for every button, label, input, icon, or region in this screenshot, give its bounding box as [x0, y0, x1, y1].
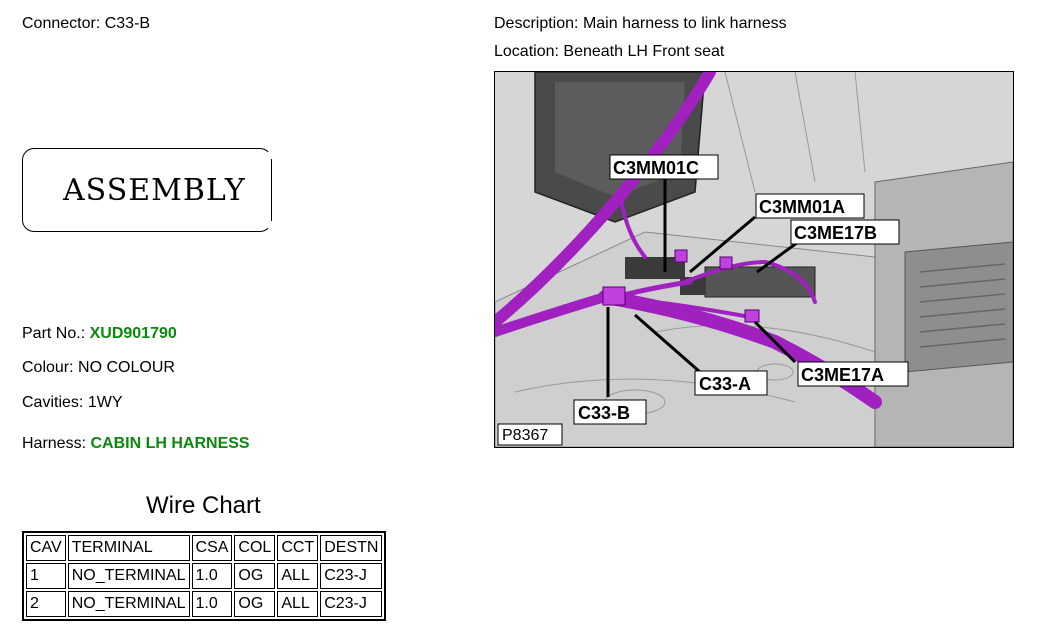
assembly-label: ASSEMBLY — [63, 173, 246, 208]
column-header: DESTN — [320, 535, 383, 561]
cavities-field: Cavities: 1WY — [22, 394, 122, 412]
location-value: Beneath LH Front seat — [563, 43, 725, 60]
table-cell: C23-J — [320, 591, 383, 617]
cavities-label: Cavities: — [22, 394, 84, 411]
table-cell: OG — [234, 591, 276, 617]
table-cell: ALL — [277, 591, 319, 617]
callout-c33b: C33-B — [573, 399, 647, 425]
table-row: 2 NO_TERMINAL 1.0 OG ALL C23-J — [26, 591, 383, 617]
table-cell: 2 — [26, 591, 66, 617]
callout-c3mm01c: C3MM01C — [609, 154, 719, 180]
colour-label: Colour: — [22, 359, 74, 376]
image-reference-text: P8367 — [502, 427, 548, 444]
callout-c3me17b: C3ME17B — [790, 219, 900, 245]
callout-c33a: C33-A — [694, 370, 768, 396]
table-cell: 1.0 — [191, 563, 233, 589]
table-cell: C23-J — [320, 563, 383, 589]
callout-c3mm01a: C3MM01A — [755, 193, 865, 219]
table-header-row: CAV TERMINAL CSA COL CCT DESTN — [26, 535, 383, 561]
column-header: TERMINAL — [67, 535, 190, 561]
table-cell: 1 — [26, 563, 66, 589]
table-cell: ALL — [277, 563, 319, 589]
table-cell: OG — [234, 563, 276, 589]
callout-c3me17b-text: C3ME17B — [794, 223, 877, 243]
callout-c33a-text: C33-A — [699, 374, 751, 394]
harness-label: Harness: — [22, 435, 87, 452]
table-cell: NO_TERMINAL — [67, 591, 190, 617]
colour-field: Colour: NO COLOUR — [22, 359, 175, 377]
connector-location-image: C3MM01C C3MM01A C3ME17B C33-A C3ME17A C3… — [494, 71, 1014, 448]
harness-field: Harness: CABIN LH HARNESS — [22, 435, 250, 453]
wire-chart-table: CAV TERMINAL CSA COL CCT DESTN 1 NO_TERM… — [22, 531, 387, 621]
assembly-label-box: ASSEMBLY — [22, 148, 272, 232]
table-row: 1 NO_TERMINAL 1.0 OG ALL C23-J — [26, 563, 383, 589]
description-field: Description: Main harness to link harnes… — [494, 15, 787, 33]
callout-c3mm01c-text: C3MM01C — [613, 158, 699, 178]
column-header: CAV — [26, 535, 66, 561]
cavities-value: 1WY — [87, 394, 123, 411]
connector-value: C33-B — [104, 15, 151, 32]
connector-field: Connector: C33-B — [22, 15, 150, 33]
colour-value: NO COLOUR — [78, 359, 175, 376]
callout-c33b-text: C33-B — [578, 403, 630, 423]
part-number-field: Part No.: XUD901790 — [22, 325, 177, 343]
wire-chart-title: Wire Chart — [146, 492, 261, 519]
column-header: COL — [234, 535, 276, 561]
callout-c3me17a: C3ME17A — [797, 361, 909, 387]
column-header: CSA — [191, 535, 233, 561]
callout-c3mm01a-text: C3MM01A — [759, 197, 845, 217]
description-value: Main harness to link harness — [582, 15, 787, 32]
image-reference: P8367 — [497, 423, 563, 446]
description-label: Description: — [494, 15, 579, 32]
table-cell: 1.0 — [191, 591, 233, 617]
location-label: Location: — [494, 43, 559, 60]
table-cell: NO_TERMINAL — [67, 563, 190, 589]
location-field: Location: Beneath LH Front seat — [494, 43, 724, 61]
connector-label: Connector: — [22, 15, 101, 32]
callout-c3me17a-text: C3ME17A — [801, 365, 884, 385]
part-number-label: Part No.: — [22, 325, 86, 342]
part-number-value: XUD901790 — [89, 325, 177, 342]
harness-illustration: C3MM01C C3MM01A C3ME17B C33-A C3ME17A C3… — [495, 72, 1013, 447]
column-header: CCT — [277, 535, 319, 561]
harness-value: CABIN LH HARNESS — [90, 435, 250, 452]
